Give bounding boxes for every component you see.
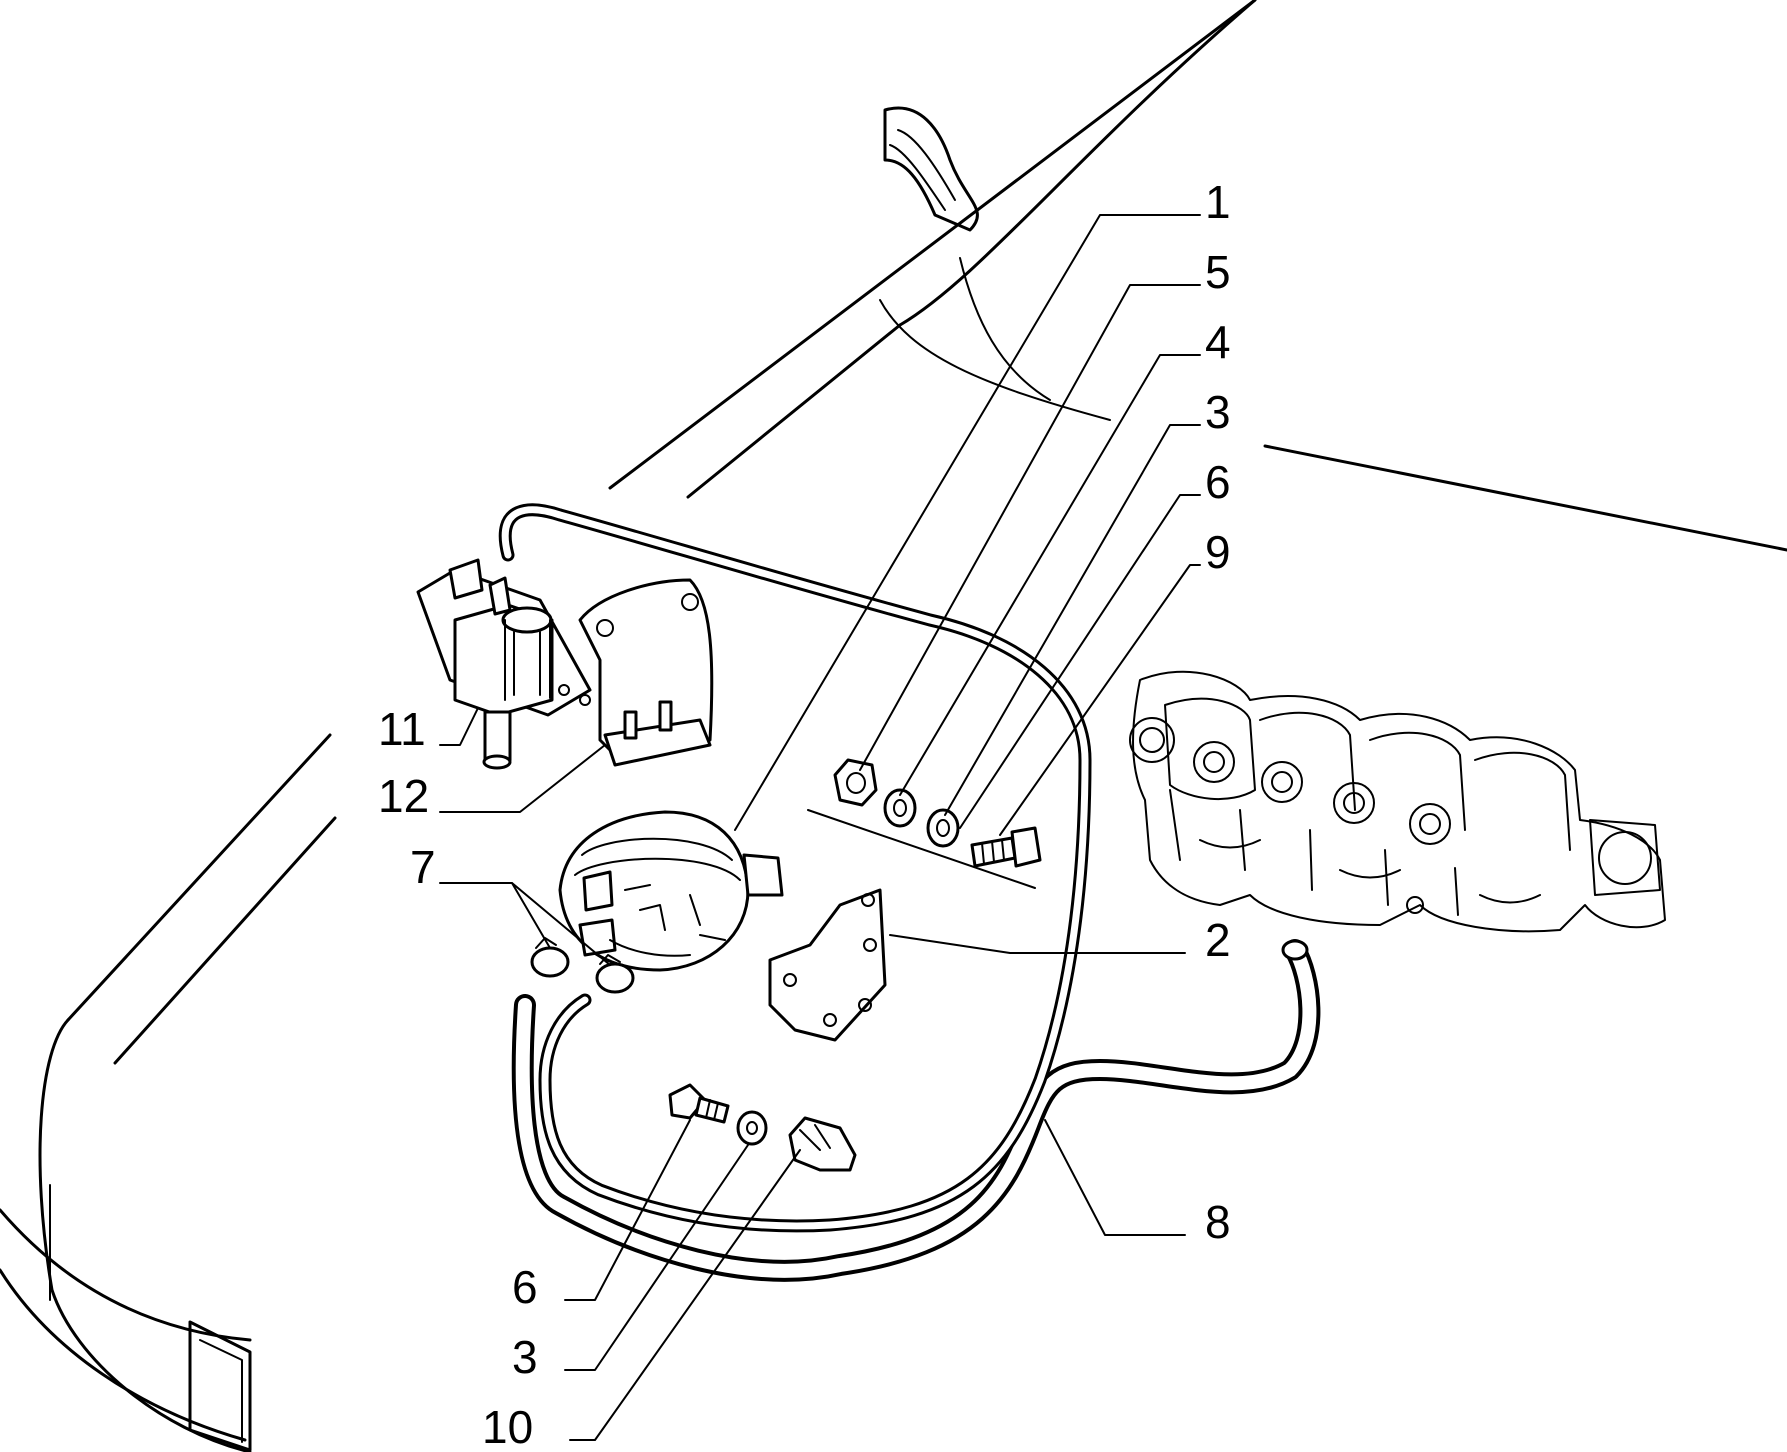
callout-7: 7	[410, 841, 436, 893]
grommet-10	[788, 1116, 857, 1172]
vacuum-tube	[498, 503, 1092, 1233]
washer-3-bottom	[736, 1110, 768, 1146]
callout-6-top: 6	[1205, 456, 1231, 508]
bolt-6-bottom	[668, 1083, 730, 1124]
callout-5: 5	[1205, 246, 1231, 298]
callout-3-top: 3	[1205, 386, 1231, 438]
callout-10: 10	[482, 1401, 533, 1452]
solenoid-valve-11	[416, 558, 592, 770]
intake-manifold	[1129, 670, 1666, 933]
nut-5	[833, 758, 878, 807]
washer-4	[883, 788, 917, 828]
hardware-group-line	[807, 809, 1036, 889]
actuator-1	[558, 810, 784, 972]
callout-12: 12	[378, 770, 429, 822]
bracket-2	[768, 888, 887, 1042]
callout-1: 1	[1205, 176, 1231, 228]
callout-6-bottom: 6	[512, 1261, 538, 1313]
callout-2: 2	[1205, 914, 1231, 966]
callout-labels: 1 5 4 3 6 9 11 12 7 2 8 6 3 10	[378, 176, 1231, 1452]
leader-lines	[439, 214, 1201, 1441]
callout-11: 11	[378, 703, 426, 755]
callout-3-bottom: 3	[512, 1331, 538, 1383]
callout-4: 4	[1205, 316, 1231, 368]
bolt-9	[970, 826, 1042, 868]
clamps-7	[530, 937, 635, 994]
callout-9: 9	[1205, 526, 1231, 578]
hose-8	[511, 939, 1321, 1282]
washer-3-top	[926, 808, 960, 848]
bracket-12	[578, 578, 714, 767]
callout-8: 8	[1205, 1196, 1231, 1248]
